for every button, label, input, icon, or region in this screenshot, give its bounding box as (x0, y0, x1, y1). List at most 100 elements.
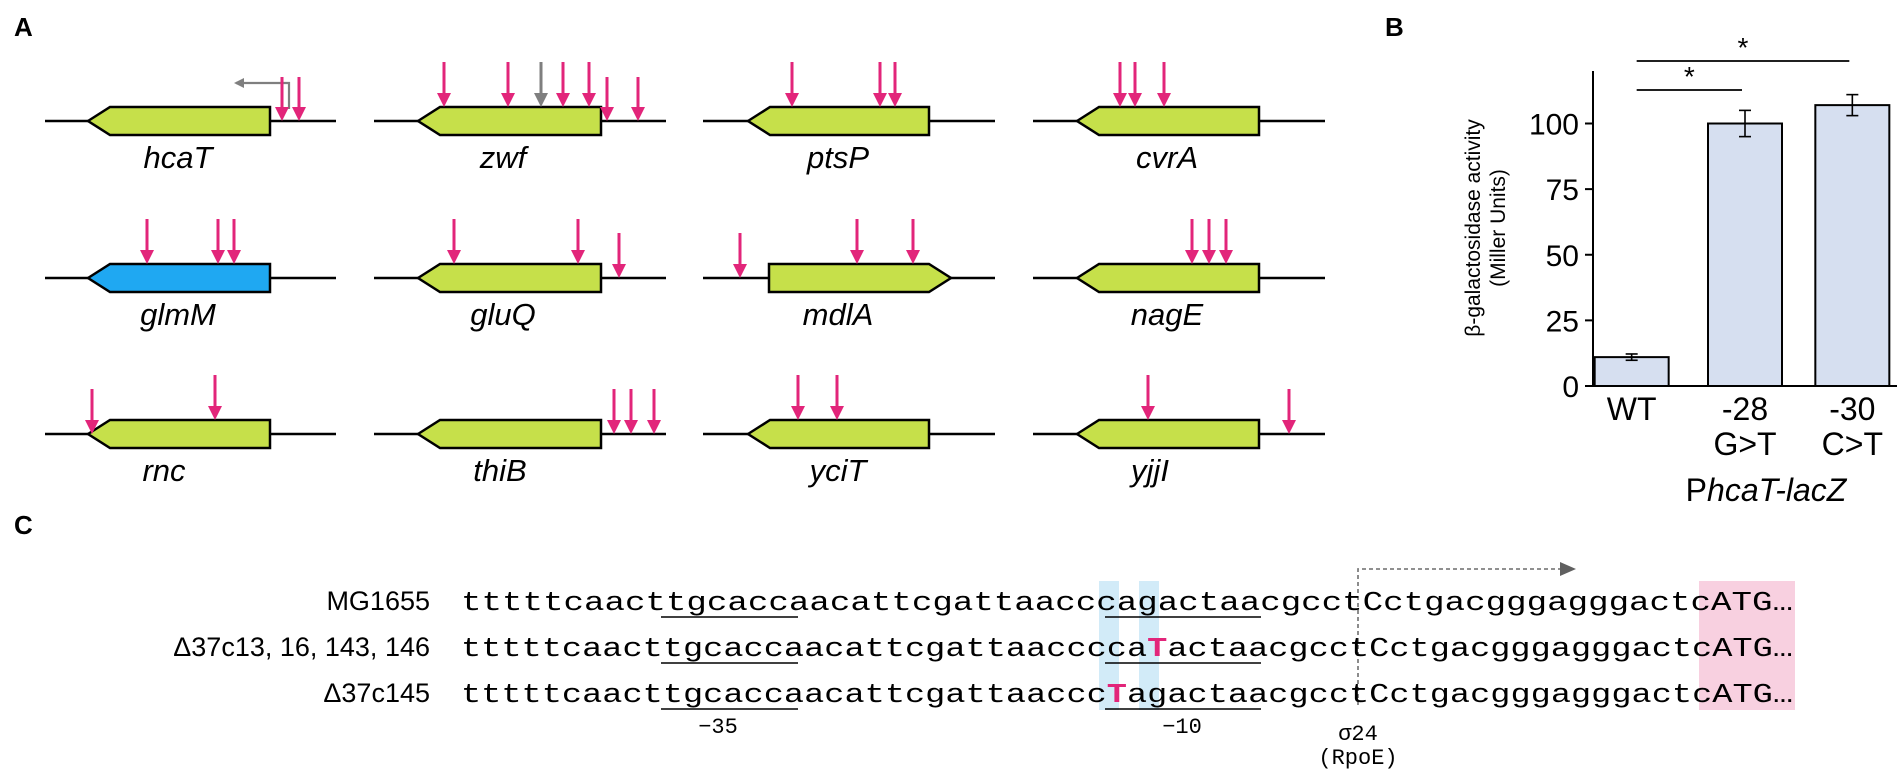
bar (1814, 104, 1891, 387)
gene-map-mdlA: mdlA (703, 219, 995, 332)
x-axis-title: PhcaT-lacZ (1686, 472, 1848, 508)
gene-label-ptsP: ptsP (806, 140, 869, 175)
gene-body (767, 262, 954, 294)
chart-labels: WT -28G>T -30C>T * * PhcaT-lacZ (1607, 32, 1883, 508)
sequence-part: actaacgcctCctgacgggagggactcATG… (1167, 635, 1793, 665)
gene-map-cvrA: cvrA (1033, 62, 1325, 175)
gene-label-gluQ: gluQ (470, 297, 535, 332)
mutation-arrows (140, 219, 241, 264)
bar (1707, 122, 1783, 387)
y-axis-label-line: β-galactosidase activity (1462, 119, 1485, 337)
gene-body (1074, 105, 1261, 137)
gene-label-nagE: nagE (1131, 297, 1204, 332)
gene-map-rnc: rnc (45, 375, 336, 488)
strain-label-d37c13: Δ37c13, 16, 143, 146 (173, 632, 430, 662)
panel-label-b: B (1385, 12, 1404, 42)
box-underlines (661, 616, 1261, 710)
gene-map-nagE: nagE (1033, 219, 1325, 332)
gene-map-zwf: zwf (374, 62, 666, 175)
panel-label-c: C (14, 510, 33, 540)
highlight-minus30 (1099, 581, 1119, 710)
tss-gray-arrow (234, 78, 291, 109)
chart-bars (1593, 93, 1891, 387)
gene-map-thiB: thiB (374, 389, 666, 488)
sequence-part: tttttcaacttgcaccaacattcgattaaccc (461, 681, 1107, 711)
gene-label-thiB: thiB (473, 453, 526, 488)
mutation-arrows (275, 77, 306, 121)
significance-star: * (1738, 32, 1749, 63)
mutation-arrows (1185, 219, 1233, 264)
mutated-base: T (1107, 681, 1127, 711)
gene-body (415, 105, 603, 137)
y-axis-label: β-galactosidase activity(Miller Units) (1462, 119, 1510, 337)
gene-label-rnc: rnc (142, 453, 186, 488)
gene-label-zwf: zwf (479, 140, 530, 175)
label-sigma24: σ24 (1338, 722, 1378, 747)
y-tick-label: 25 (1546, 305, 1579, 338)
gene-body (85, 418, 272, 450)
gene-body (1074, 418, 1261, 450)
mutated-base: T (1147, 635, 1167, 665)
mutation-arrows (1113, 62, 1171, 107)
mutation-arrows (447, 219, 626, 278)
panel-a-gene-maps: hcaT zwf ptsP (45, 62, 1325, 488)
sequence-mg1655: tttttcaacttgcaccaacattcgattaacccagactaac… (461, 589, 1793, 619)
sequence-part: tttttcaacttgcaccaacattcgattaacccca (461, 635, 1147, 665)
tss-arrowhead (1560, 562, 1576, 576)
chart-axes: 0 25 50 75 100 β-galactosidase activity(Mille… (1462, 71, 1897, 404)
gene-map-yciT: yciT (703, 375, 995, 488)
mutation-arrows (437, 62, 645, 121)
gene-label-glmM: glmM (140, 297, 216, 332)
gene-map-hcaT: hcaT (45, 77, 336, 175)
panel-c-promoter-sequences: MG1655 Δ37c13, 16, 143, 146 Δ37c145 tttt… (173, 562, 1795, 771)
gene-body (415, 262, 603, 294)
gene-body (85, 105, 272, 137)
panel-b-bar-chart: 0 25 50 75 100 β-galactosidase activity(Mille… (1462, 32, 1897, 508)
x-tick-label: -30 (1829, 391, 1875, 427)
x-tick-label: -28 (1722, 391, 1768, 427)
gene-body (745, 105, 931, 137)
mutation-arrows (785, 62, 902, 107)
mutation-arrows (85, 375, 222, 434)
gene-label-cvrA: cvrA (1136, 140, 1198, 175)
gene-body (415, 418, 603, 450)
y-axis-label-line: (Miller Units) (1487, 169, 1510, 287)
strain-label-mg1655: MG1655 (326, 586, 430, 616)
mutation-arrows (607, 389, 661, 434)
y-tick-label: 0 (1562, 371, 1579, 404)
gene-label-yjjI: yjjI (1129, 453, 1169, 488)
gene-label-hcaT: hcaT (144, 140, 215, 175)
mutation-arrows (733, 219, 920, 278)
sequence-part: agactaacgcctCctgacgggagggactcATG… (1127, 681, 1793, 711)
significance-star: * (1684, 61, 1695, 92)
highlight-start-codon (1699, 581, 1795, 710)
y-tick-label: 50 (1546, 240, 1579, 273)
x-tick-label: WT (1607, 391, 1657, 427)
bar (1593, 356, 1670, 387)
panel-label-a: A (14, 12, 33, 42)
gene-body (745, 418, 931, 450)
y-tick-label: 75 (1546, 174, 1579, 207)
gene-map-ptsP: ptsP (703, 62, 995, 175)
highlight-minus28 (1139, 581, 1159, 710)
gene-body (85, 262, 272, 294)
label-minus35: −35 (698, 715, 738, 740)
y-tick-label: 100 (1529, 109, 1579, 142)
x-axis-title-italic: hcaT-lacZ (1707, 472, 1848, 508)
gene-label-yciT: yciT (808, 453, 869, 488)
label-minus10: −10 (1162, 715, 1202, 740)
gene-label-mdlA: mdlA (803, 297, 874, 332)
x-tick-label: G>T (1713, 426, 1776, 462)
gene-map-yjjI: yjjI (1033, 375, 1325, 488)
strain-label-d37c145: Δ37c145 (323, 678, 430, 708)
gene-map-glmM: glmM (45, 219, 336, 332)
x-axis-title-prefix: P (1686, 472, 1707, 508)
gene-map-gluQ: gluQ (374, 219, 666, 332)
mutation-arrows (1141, 375, 1296, 434)
mutation-arrows (791, 375, 844, 420)
gene-body (1074, 262, 1261, 294)
x-tick-label: C>T (1822, 426, 1883, 462)
tss-dashed-arrow (1357, 568, 1560, 705)
